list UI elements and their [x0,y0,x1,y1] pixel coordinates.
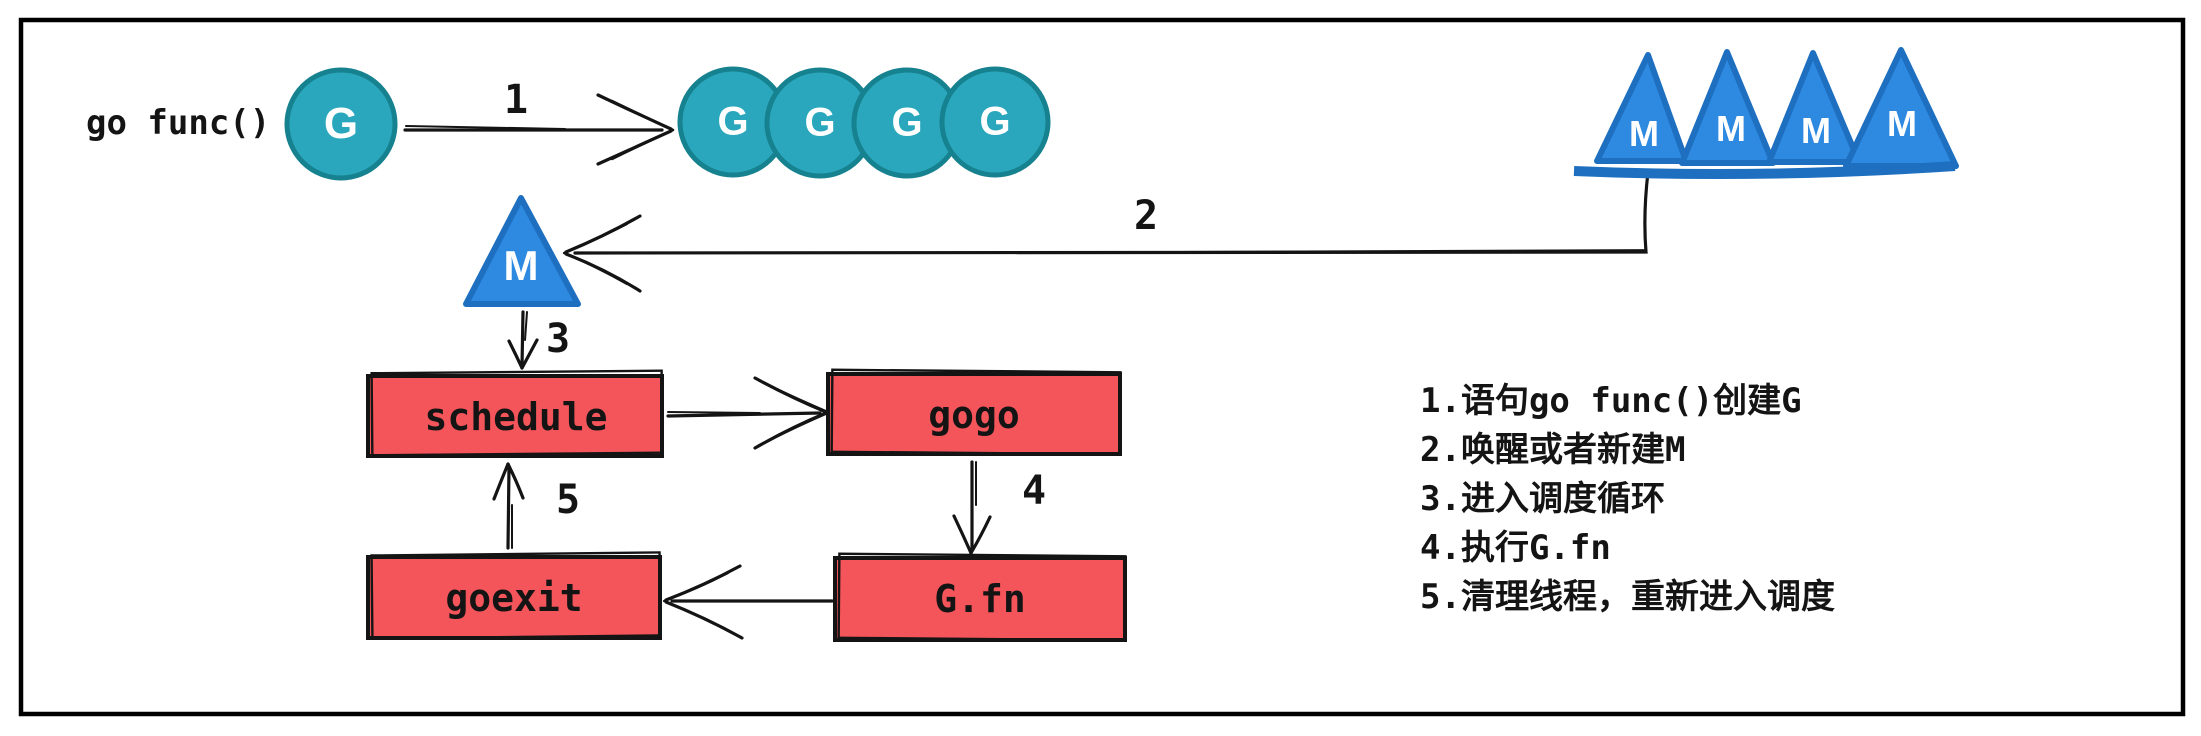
notes-list: 1.语句go func()创建G 2.唤醒或者新建M 3.进入调度循环 4.执行… [1420,377,1835,622]
gogo-box-label: gogo [928,393,1020,437]
machine-pool-letter: M [1801,110,1831,151]
note-line: 2.唤醒或者新建M [1420,430,1686,470]
arrow-step1 [403,93,675,166]
note-line: 3.进入调度循环 [1420,479,1665,519]
goroutine-queue-letter: G [717,99,749,144]
goexit-box-label: goexit [445,576,583,620]
machine-pool-triangle [1766,50,1862,165]
arrow-step4 [952,460,992,555]
goroutine-circle [284,67,398,181]
machine-letter: M [503,242,539,289]
outer-border-frame [18,17,2186,717]
gfn-box-rect [833,556,1127,642]
step3-label: 3 [545,316,571,362]
gfn-box-sketch-outline [837,552,1127,642]
machine-pool-triangle [1679,49,1776,166]
schedule-box-label: schedule [424,395,608,439]
step2-label: 2 [1133,193,1159,239]
schedule-box-sketch-outline [370,369,664,457]
step1-label: 1 [503,77,529,123]
boxes-group [366,368,1127,642]
machine-pool-letter: M [1887,103,1917,144]
arrows-group [403,93,1650,640]
arrow-gfn-to-goexit [662,564,834,640]
goroutine-queue-circle [939,66,1051,178]
gogo-box-sketch-outline [830,368,1122,456]
machines-group [463,47,1959,307]
note-line: 5.清理线程，重新进入调度 [1420,577,1835,617]
goroutines-group [284,66,1051,181]
gfn-box-label: G.fn [934,577,1026,621]
arrow-step3 [507,310,539,370]
goexit-box-sketch-outline [370,551,662,640]
machine-pool-triangle [1594,52,1689,164]
goroutine-queue-letter: G [979,99,1011,144]
goroutine-queue-letter: G [804,100,836,145]
machine-pool-letter: M [1716,108,1746,149]
machine-pool-letter: M [1629,113,1659,154]
goroutine-letter: G [323,99,359,148]
note-line: 4.执行G.fn [1420,528,1611,568]
go-func-label: go func() [86,103,271,143]
step5-label: 5 [555,477,581,523]
step4-label: 4 [1021,468,1047,514]
machine-pool-underline [1573,161,1956,180]
arrow-step2 [562,170,1650,293]
note-line: 1.语句go func()创建G [1420,381,1802,421]
arrow-step5 [492,462,525,550]
goroutine-queue-letter: G [891,100,923,145]
arrow-schedule-to-gogo [666,376,830,450]
machine-triangle [463,195,581,307]
